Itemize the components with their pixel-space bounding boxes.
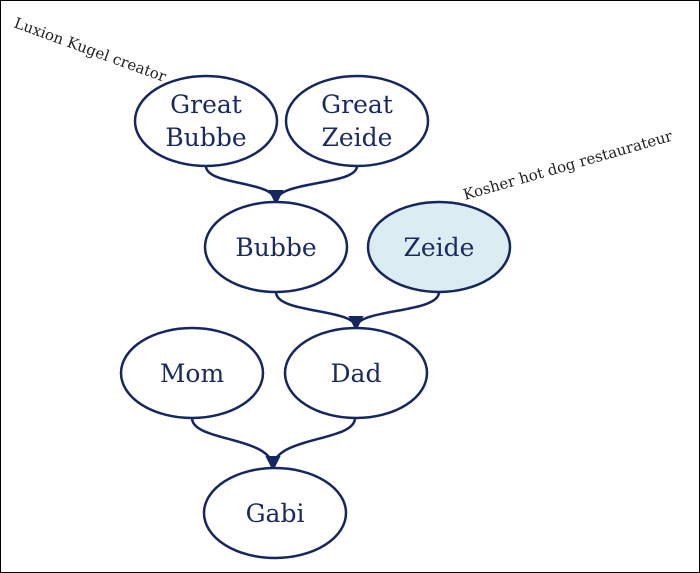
node-mom-shape bbox=[119, 326, 265, 420]
node-bubbe-label: Bubbe bbox=[235, 233, 316, 262]
annotation-great-bubbe: Luxion Kugel creator bbox=[12, 14, 170, 86]
node-great-zeide-shape bbox=[284, 74, 430, 168]
edge-bubbe-to-dad bbox=[274, 291, 364, 331]
node-mom: Mom bbox=[119, 326, 265, 420]
node-great-zeide-label-line1: Great bbox=[321, 90, 393, 119]
node-bubbe-shape bbox=[203, 200, 349, 294]
edge-mom-to-gabi bbox=[190, 417, 281, 471]
node-great-zeide-label-line2: Zeide bbox=[322, 123, 393, 152]
node-zeide: Zeide bbox=[366, 200, 512, 294]
node-great-bubbe: Great Bubbe bbox=[133, 74, 279, 168]
node-gabi-shape bbox=[202, 466, 348, 560]
edge-great-zeide-to-bubbe bbox=[268, 165, 359, 205]
node-mom-label: Mom bbox=[160, 359, 225, 388]
node-bubbe: Bubbe bbox=[203, 200, 349, 294]
node-gabi-label: Gabi bbox=[246, 499, 305, 528]
node-dad-shape bbox=[283, 326, 429, 420]
node-great-bubbe-label-line1: Great bbox=[170, 90, 242, 119]
node-dad: Dad bbox=[283, 326, 429, 420]
node-great-bubbe-shape bbox=[133, 74, 279, 168]
node-gabi: Gabi bbox=[202, 466, 348, 560]
edge-great-bubbe-to-bubbe bbox=[204, 165, 284, 205]
node-great-zeide: Great Zeide bbox=[284, 74, 430, 168]
node-zeide-label: Zeide bbox=[404, 233, 475, 262]
annotation-zeide: Kosher hot dog restaurateur bbox=[461, 127, 675, 204]
edge-dad-to-gabi bbox=[265, 417, 357, 471]
node-great-bubbe-label-line2: Bubbe bbox=[165, 123, 246, 152]
edge-zeide-to-dad bbox=[348, 291, 441, 331]
node-dad-label: Dad bbox=[331, 359, 382, 388]
node-zeide-shape bbox=[366, 200, 512, 294]
